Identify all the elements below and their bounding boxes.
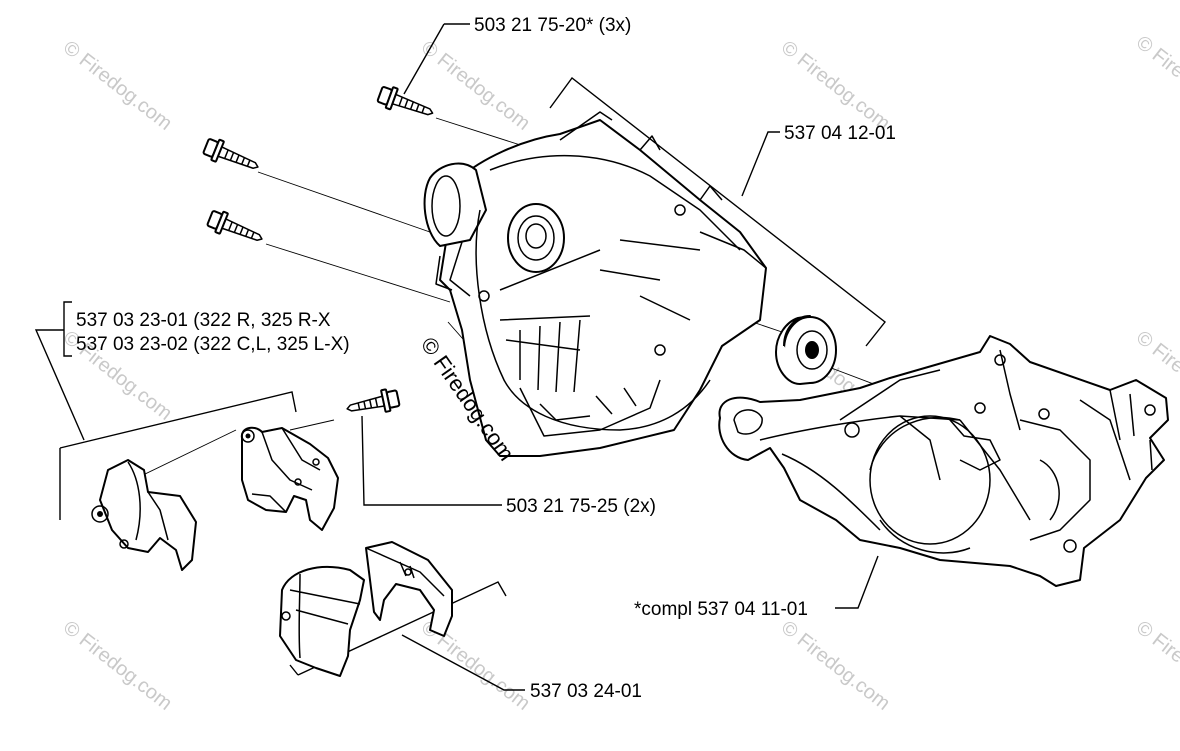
label-housing-b: 537 03 23-02 (322 C,L, 325 L-X) — [76, 334, 350, 355]
tube-housing-rear — [240, 426, 339, 531]
bearing — [775, 315, 837, 385]
watermark: © Firedog.com — [777, 37, 894, 135]
watermark: © Firedog.com — [417, 37, 534, 135]
watermark: © Firedog.com — [1132, 32, 1180, 130]
watermark: © Firedog.com — [1132, 617, 1180, 715]
label-housing-a: 537 03 23-01 (322 R, 325 R-X — [76, 310, 331, 331]
crankcase — [718, 335, 1169, 587]
fan-cover — [423, 111, 767, 457]
watermark: © Firedog.com — [59, 617, 176, 715]
clamp-half-left — [279, 566, 365, 677]
label-clamp: 537 03 24-01 — [530, 681, 642, 702]
label-crankcase: *compl 537 04 11-01 — [634, 599, 808, 620]
screw — [206, 210, 263, 242]
screw — [346, 388, 401, 413]
label-cover: 537 04 12-01 — [784, 123, 896, 144]
screw — [376, 86, 434, 116]
screw — [202, 138, 259, 170]
label-screws-top: 503 21 75-20* (3x) — [474, 15, 631, 36]
watermark: © Firedog.com — [59, 37, 176, 135]
tube-housing-front — [91, 459, 197, 571]
label-screws-mid: 503 21 75-25 (2x) — [506, 496, 656, 517]
watermark: © Firedog.com — [777, 617, 894, 715]
clamp-half-right — [365, 541, 453, 637]
